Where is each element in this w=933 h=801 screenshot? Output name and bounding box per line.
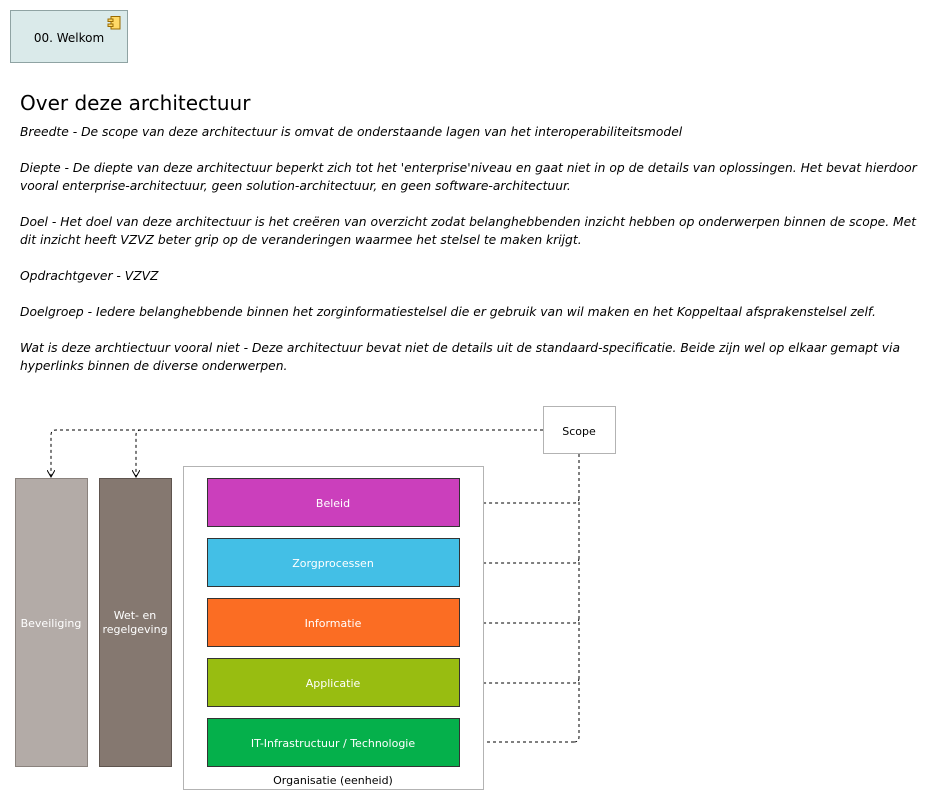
scope-box[interactable]: Scope [543, 406, 616, 454]
scope-connector-applicatie [460, 677, 580, 683]
layer-infrastructuur[interactable]: IT-Infrastructuur / Technologie [207, 718, 460, 767]
paragraph-wat-niet: Wat is deze archtiectuur vooral niet - D… [20, 341, 901, 373]
nav-welkom-button[interactable]: 00. Welkom [10, 10, 128, 63]
scope-connector-wetgeving [136, 429, 142, 477]
paragraph-doel: Doel - Het doel van deze architectuur is… [20, 215, 917, 247]
scope-vertical-connector [573, 454, 580, 743]
layer-infrastructuur-label: IT-Infrastructuur / Technologie [251, 737, 416, 750]
layer-beleid-label: Beleid [316, 497, 350, 510]
beveiliging-column[interactable]: Beveiliging [15, 478, 88, 767]
page-title: Over deze architectuur [20, 91, 251, 115]
scope-connector-beleid [460, 497, 580, 503]
layer-informatie-label: Informatie [305, 617, 362, 630]
architecture-diagram: Scope Beveiliging Wet- en regelgeving Or… [15, 406, 616, 790]
paragraph-opdrachtgever: Opdrachtgever - VZVZ [20, 269, 159, 283]
component-icon [107, 16, 121, 30]
layer-applicatie[interactable]: Applicatie [207, 658, 460, 707]
organisatie-label: Organisatie (eenheid) [273, 774, 393, 787]
paragraph-doelgroep: Doelgroep - Iedere belanghebbende binnen… [20, 305, 876, 319]
nav-welkom-label: 00. Welkom [33, 31, 105, 45]
wetgeving-column[interactable]: Wet- en regelgeving [99, 478, 172, 767]
scope-connector-informatie [460, 617, 580, 623]
beveiliging-label: Beveiliging [21, 617, 82, 630]
layer-applicatie-label: Applicatie [306, 677, 361, 690]
scope-label: Scope [562, 425, 596, 438]
layer-informatie[interactable]: Informatie [207, 598, 460, 647]
scope-connector-beveiliging [51, 429, 543, 477]
layer-zorgprocessen[interactable]: Zorgprocessen [207, 538, 460, 587]
paragraph-diepte: Diepte - De diepte van deze architectuur… [20, 161, 917, 193]
wetgeving-label-line2: regelgeving [102, 623, 167, 636]
scope-connector-zorgprocessen [460, 557, 580, 563]
layer-zorgprocessen-label: Zorgprocessen [292, 557, 374, 570]
paragraph-breedte: Breedte - De scope van deze architectuur… [20, 125, 683, 139]
wetgeving-label-line1: Wet- en [114, 609, 157, 622]
layer-beleid[interactable]: Beleid [207, 478, 460, 527]
